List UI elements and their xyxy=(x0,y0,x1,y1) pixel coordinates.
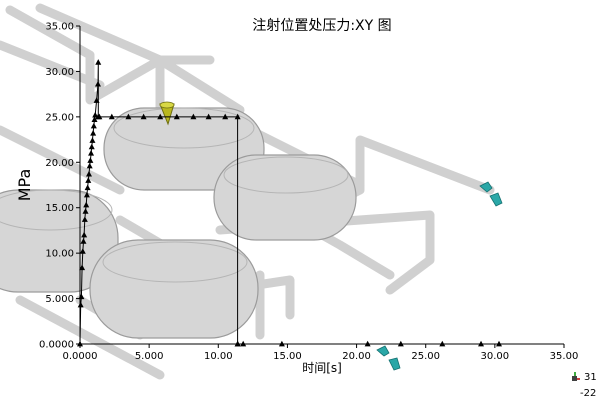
data-point-marker xyxy=(190,113,197,120)
data-point-marker xyxy=(87,157,94,163)
data-point-marker xyxy=(88,143,95,150)
data-point-marker xyxy=(79,248,86,254)
cavity-rim xyxy=(223,156,349,194)
coordinate-readout-bottom: -22 xyxy=(580,388,596,399)
data-point-marker xyxy=(140,113,147,120)
cavity-rim xyxy=(102,241,248,283)
data-point-marker xyxy=(81,216,88,222)
data-point-marker xyxy=(86,162,93,169)
data-point-marker xyxy=(83,191,90,198)
data-point-marker xyxy=(125,113,132,120)
data-point-marker xyxy=(85,177,92,183)
data-point-marker xyxy=(364,340,371,347)
x-tick-label: 30.00 xyxy=(481,351,510,362)
x-tick-label: 5.000 xyxy=(135,351,164,362)
runner-pipe xyxy=(155,55,245,115)
runner-pipe xyxy=(0,125,125,195)
chart-title: 注射位置处压力:XY 图 xyxy=(252,18,391,34)
mold-model xyxy=(0,3,495,380)
runner-pipe xyxy=(5,5,215,105)
y-tick-label: 5.000 xyxy=(45,294,74,305)
x-tick-label: 25.00 xyxy=(411,351,440,362)
data-point-marker xyxy=(96,113,103,120)
y-tick-label: 0.0000 xyxy=(39,340,74,351)
data-point-marker xyxy=(77,340,83,347)
y-axis-title: MPa xyxy=(15,169,34,202)
x-tick-label: 15.00 xyxy=(273,351,302,362)
xy-plot: 0.0000 5.000 10.00 15.00 20.00 25.00 30.00 35.0… xyxy=(39,22,578,363)
data-point-marker xyxy=(77,301,84,308)
x-tick-label: 10.00 xyxy=(204,351,233,362)
y-tick-label: 15.00 xyxy=(45,203,74,214)
data-point-marker xyxy=(89,137,96,143)
data-point-marker xyxy=(90,122,97,129)
pressure-series-markers xyxy=(77,59,503,347)
data-point-marker xyxy=(78,293,85,300)
data-point-marker xyxy=(439,340,446,347)
x-axis-title: 时间[s] xyxy=(302,361,342,375)
x-axis-ticks: 0.0000 5.000 10.00 15.00 20.00 25.00 30.00 35.0… xyxy=(63,344,579,362)
runner-pipe xyxy=(0,40,105,90)
x-tick-label: 20.00 xyxy=(342,351,371,362)
data-point-marker xyxy=(222,113,229,120)
data-point-marker xyxy=(95,59,102,65)
x-tick-label: 35.00 xyxy=(550,351,579,362)
data-point-marker xyxy=(108,113,115,120)
cavity-rim xyxy=(113,107,255,149)
runner-pipe xyxy=(15,295,165,380)
coordinate-readout-top: 31 xyxy=(584,372,597,383)
data-point-marker xyxy=(92,111,99,118)
data-point-marker xyxy=(157,113,164,120)
y-tick-label: 10.00 xyxy=(45,249,74,260)
data-point-marker xyxy=(90,130,97,136)
arrow-icon xyxy=(479,181,503,207)
data-point-marker xyxy=(205,113,212,120)
cavity-part xyxy=(89,239,259,339)
data-point-marker xyxy=(93,97,100,103)
data-point-marker xyxy=(81,231,88,238)
x-tick-label: 0.0000 xyxy=(63,351,98,362)
data-point-marker xyxy=(478,340,485,347)
data-point-marker xyxy=(234,113,241,120)
y-tick-label: 25.00 xyxy=(45,112,74,123)
data-point-marker xyxy=(397,340,404,347)
arrow-icon xyxy=(376,345,401,371)
data-point-marker xyxy=(84,184,91,191)
data-point-marker xyxy=(278,340,285,347)
data-point-marker xyxy=(82,208,89,214)
injection-location-icon[interactable] xyxy=(159,101,175,126)
data-point-marker xyxy=(85,170,92,177)
data-point-marker xyxy=(173,113,180,120)
data-point-marker xyxy=(79,264,86,271)
cavity-rim xyxy=(0,189,113,231)
data-point-marker xyxy=(88,150,95,156)
data-point-marker xyxy=(83,201,90,208)
y-tick-label: 35.00 xyxy=(45,22,74,33)
cavity-part xyxy=(213,154,357,241)
data-point-marker xyxy=(91,116,98,122)
data-point-marker xyxy=(94,80,101,87)
axis-triad xyxy=(572,372,580,381)
data-point-marker xyxy=(240,340,247,347)
data-point-marker xyxy=(496,340,503,347)
data-point-marker xyxy=(80,238,87,244)
y-tick-label: 30.00 xyxy=(45,67,74,78)
y-tick-label: 20.00 xyxy=(45,158,74,169)
data-point-marker xyxy=(234,340,241,347)
y-axis-ticks: 0.0000 5.000 10.00 15.00 20.00 25.00 30.00 35.0… xyxy=(39,22,80,351)
